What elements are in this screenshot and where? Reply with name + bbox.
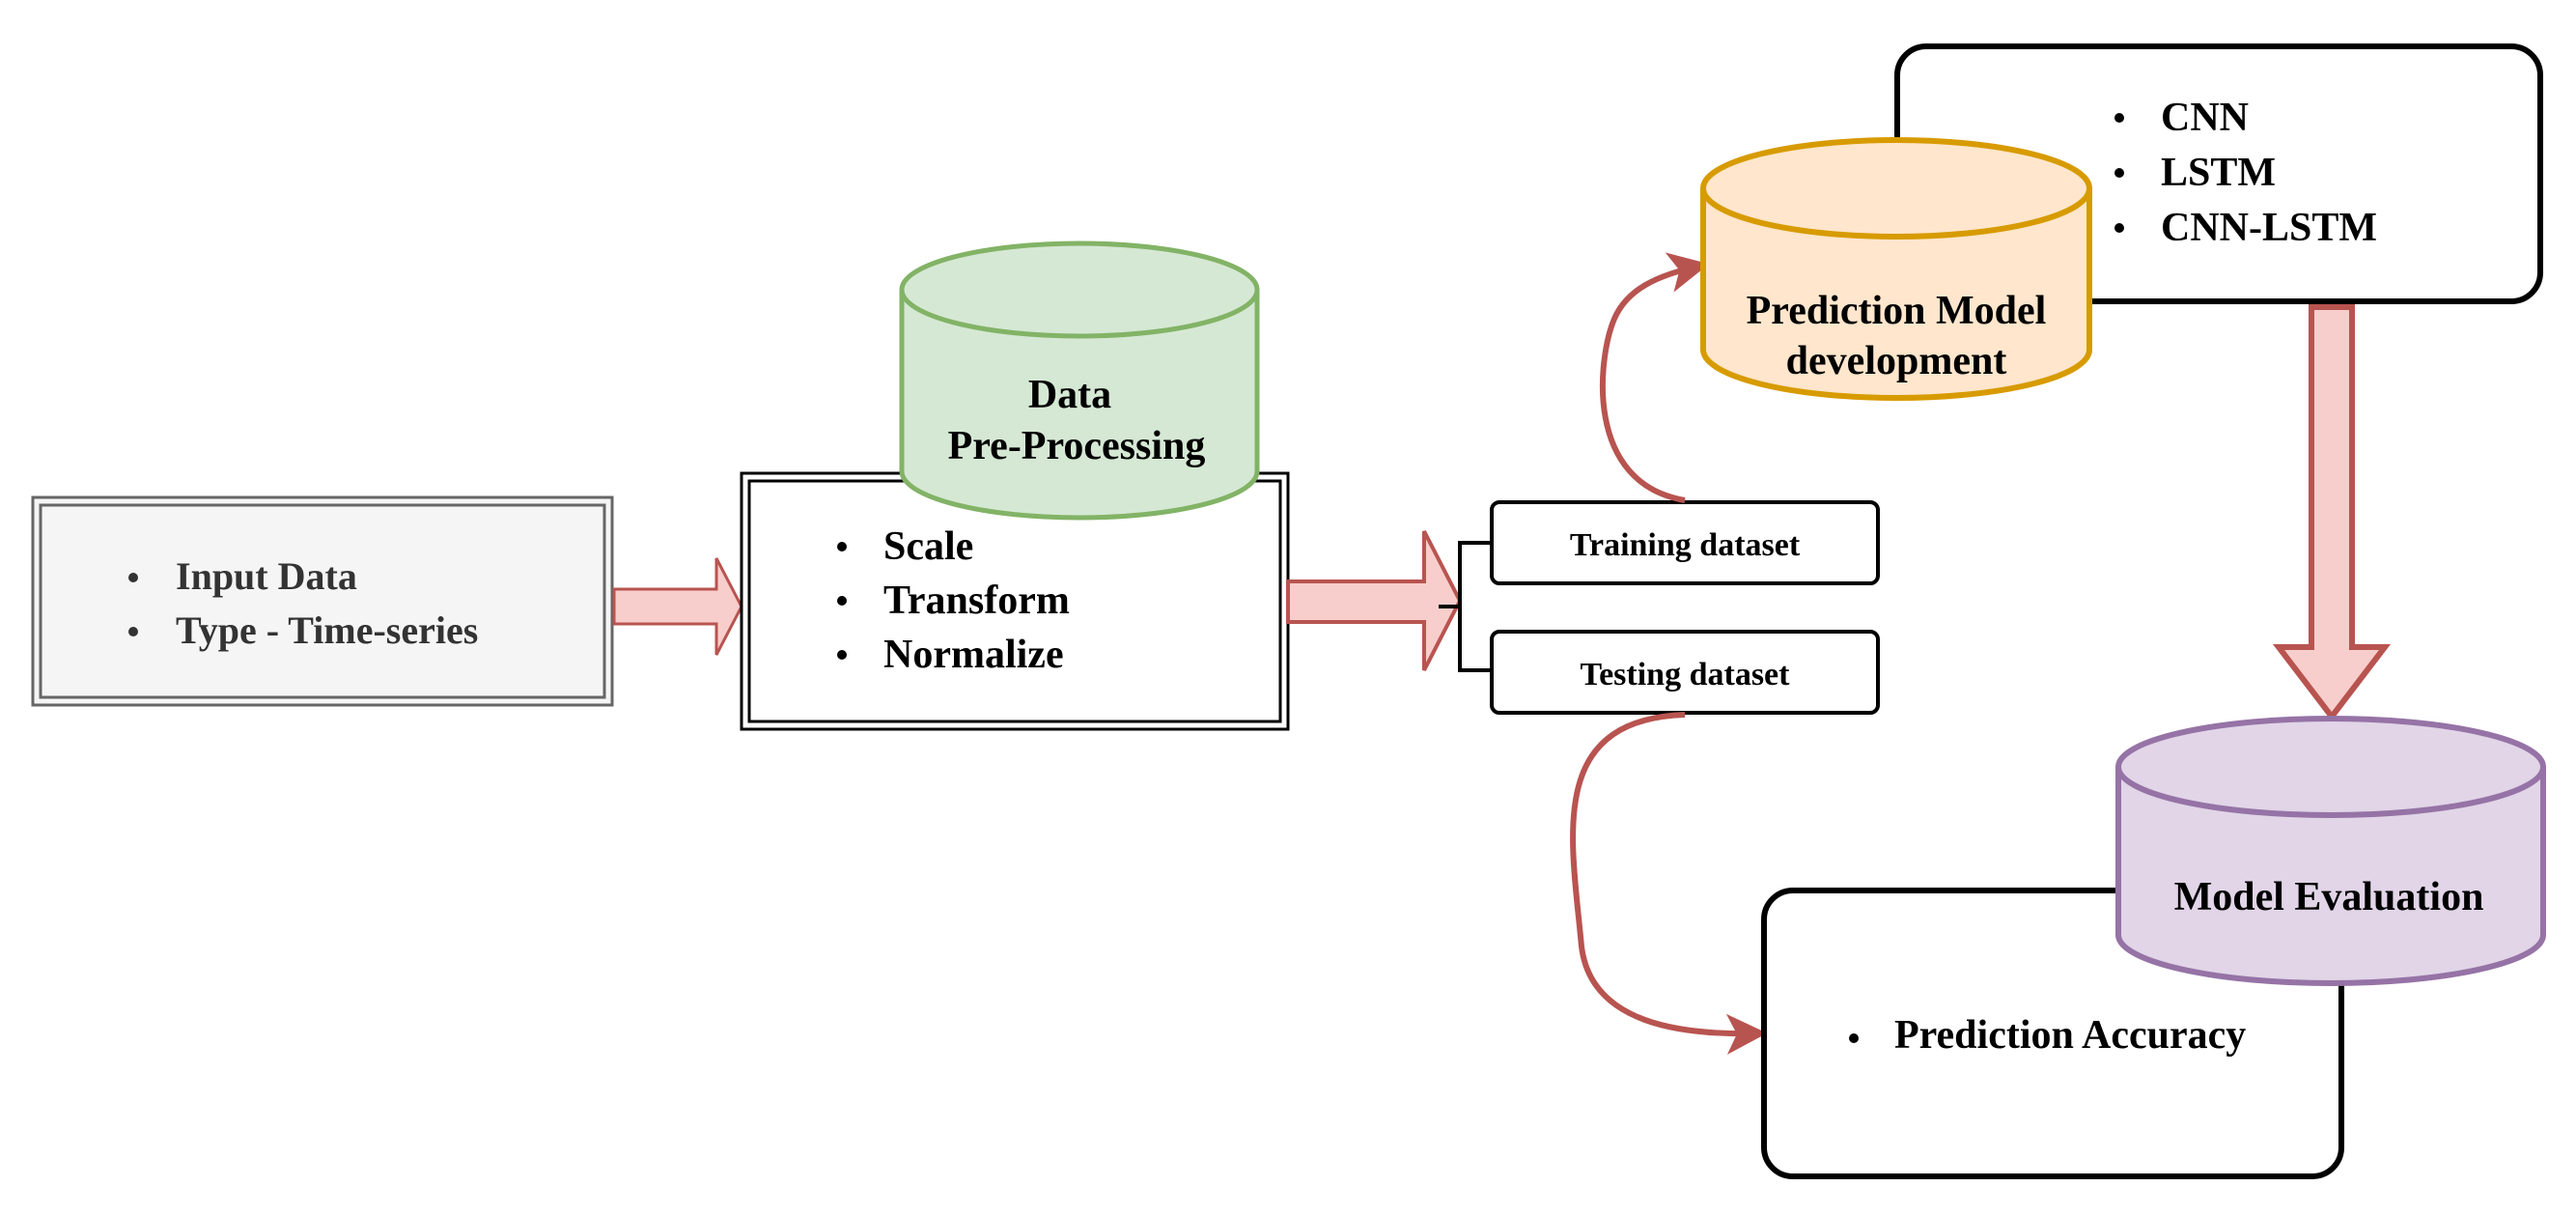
- evaluation-item-1: Prediction Accuracy: [1894, 1013, 2246, 1058]
- model-dev-title-line-2: development: [1786, 339, 2007, 383]
- arrow-preprocessing-to-datasets: [1286, 530, 1463, 671]
- data-preprocessing-cylinder: Data Pre-Processing: [899, 240, 1260, 521]
- arrow-model-to-evaluation: [2272, 304, 2392, 721]
- bullet: [128, 627, 138, 636]
- preprocessing-title-line-2: Pre-Processing: [948, 424, 1206, 468]
- bullet: [2114, 168, 2124, 178]
- model-dev-title-line-1: Prediction Model: [1747, 289, 2047, 333]
- testing-dataset-box: Testing dataset: [1490, 630, 1880, 715]
- preprocessing-item-3: Normalize: [883, 633, 1064, 677]
- preprocessing-item-1: Scale: [883, 524, 973, 569]
- bullet: [837, 542, 847, 551]
- model-item-3: CNN-LSTM: [2161, 206, 2377, 250]
- training-dataset-label: Training dataset: [1570, 527, 1801, 563]
- model-item-2: LSTM: [2161, 151, 2276, 195]
- bullet: [128, 573, 138, 582]
- arrow-training-to-model-dev: [1599, 252, 1710, 503]
- bullet: [1849, 1033, 1859, 1043]
- arrow-input-to-preprocessing: [612, 557, 743, 656]
- bullet: [2114, 223, 2124, 233]
- input-item-1: Input Data: [176, 554, 357, 598]
- bullet: [837, 596, 847, 606]
- preprocessing-title-line-1: Data: [1028, 373, 1111, 417]
- input-item-2: Type - Time-series: [176, 608, 478, 652]
- model-item-1: CNN: [2161, 96, 2249, 140]
- bullet: [2114, 113, 2124, 123]
- preprocessing-item-2: Transform: [883, 579, 1070, 623]
- testing-dataset-label: Testing dataset: [1581, 657, 1791, 692]
- model-development-cylinder: Prediction Model development: [1700, 137, 2092, 401]
- model-evaluation-cylinder: Model Evaluation: [2115, 716, 2546, 986]
- dataset-bracket: [1439, 541, 1492, 672]
- bullet: [837, 650, 847, 660]
- evaluation-title: Model Evaluation: [2174, 875, 2484, 919]
- input-data-box: Input Data Type - Time-series: [31, 495, 614, 707]
- training-dataset-box: Training dataset: [1490, 500, 1880, 585]
- arrow-testing-to-evaluation: [1570, 712, 1768, 1055]
